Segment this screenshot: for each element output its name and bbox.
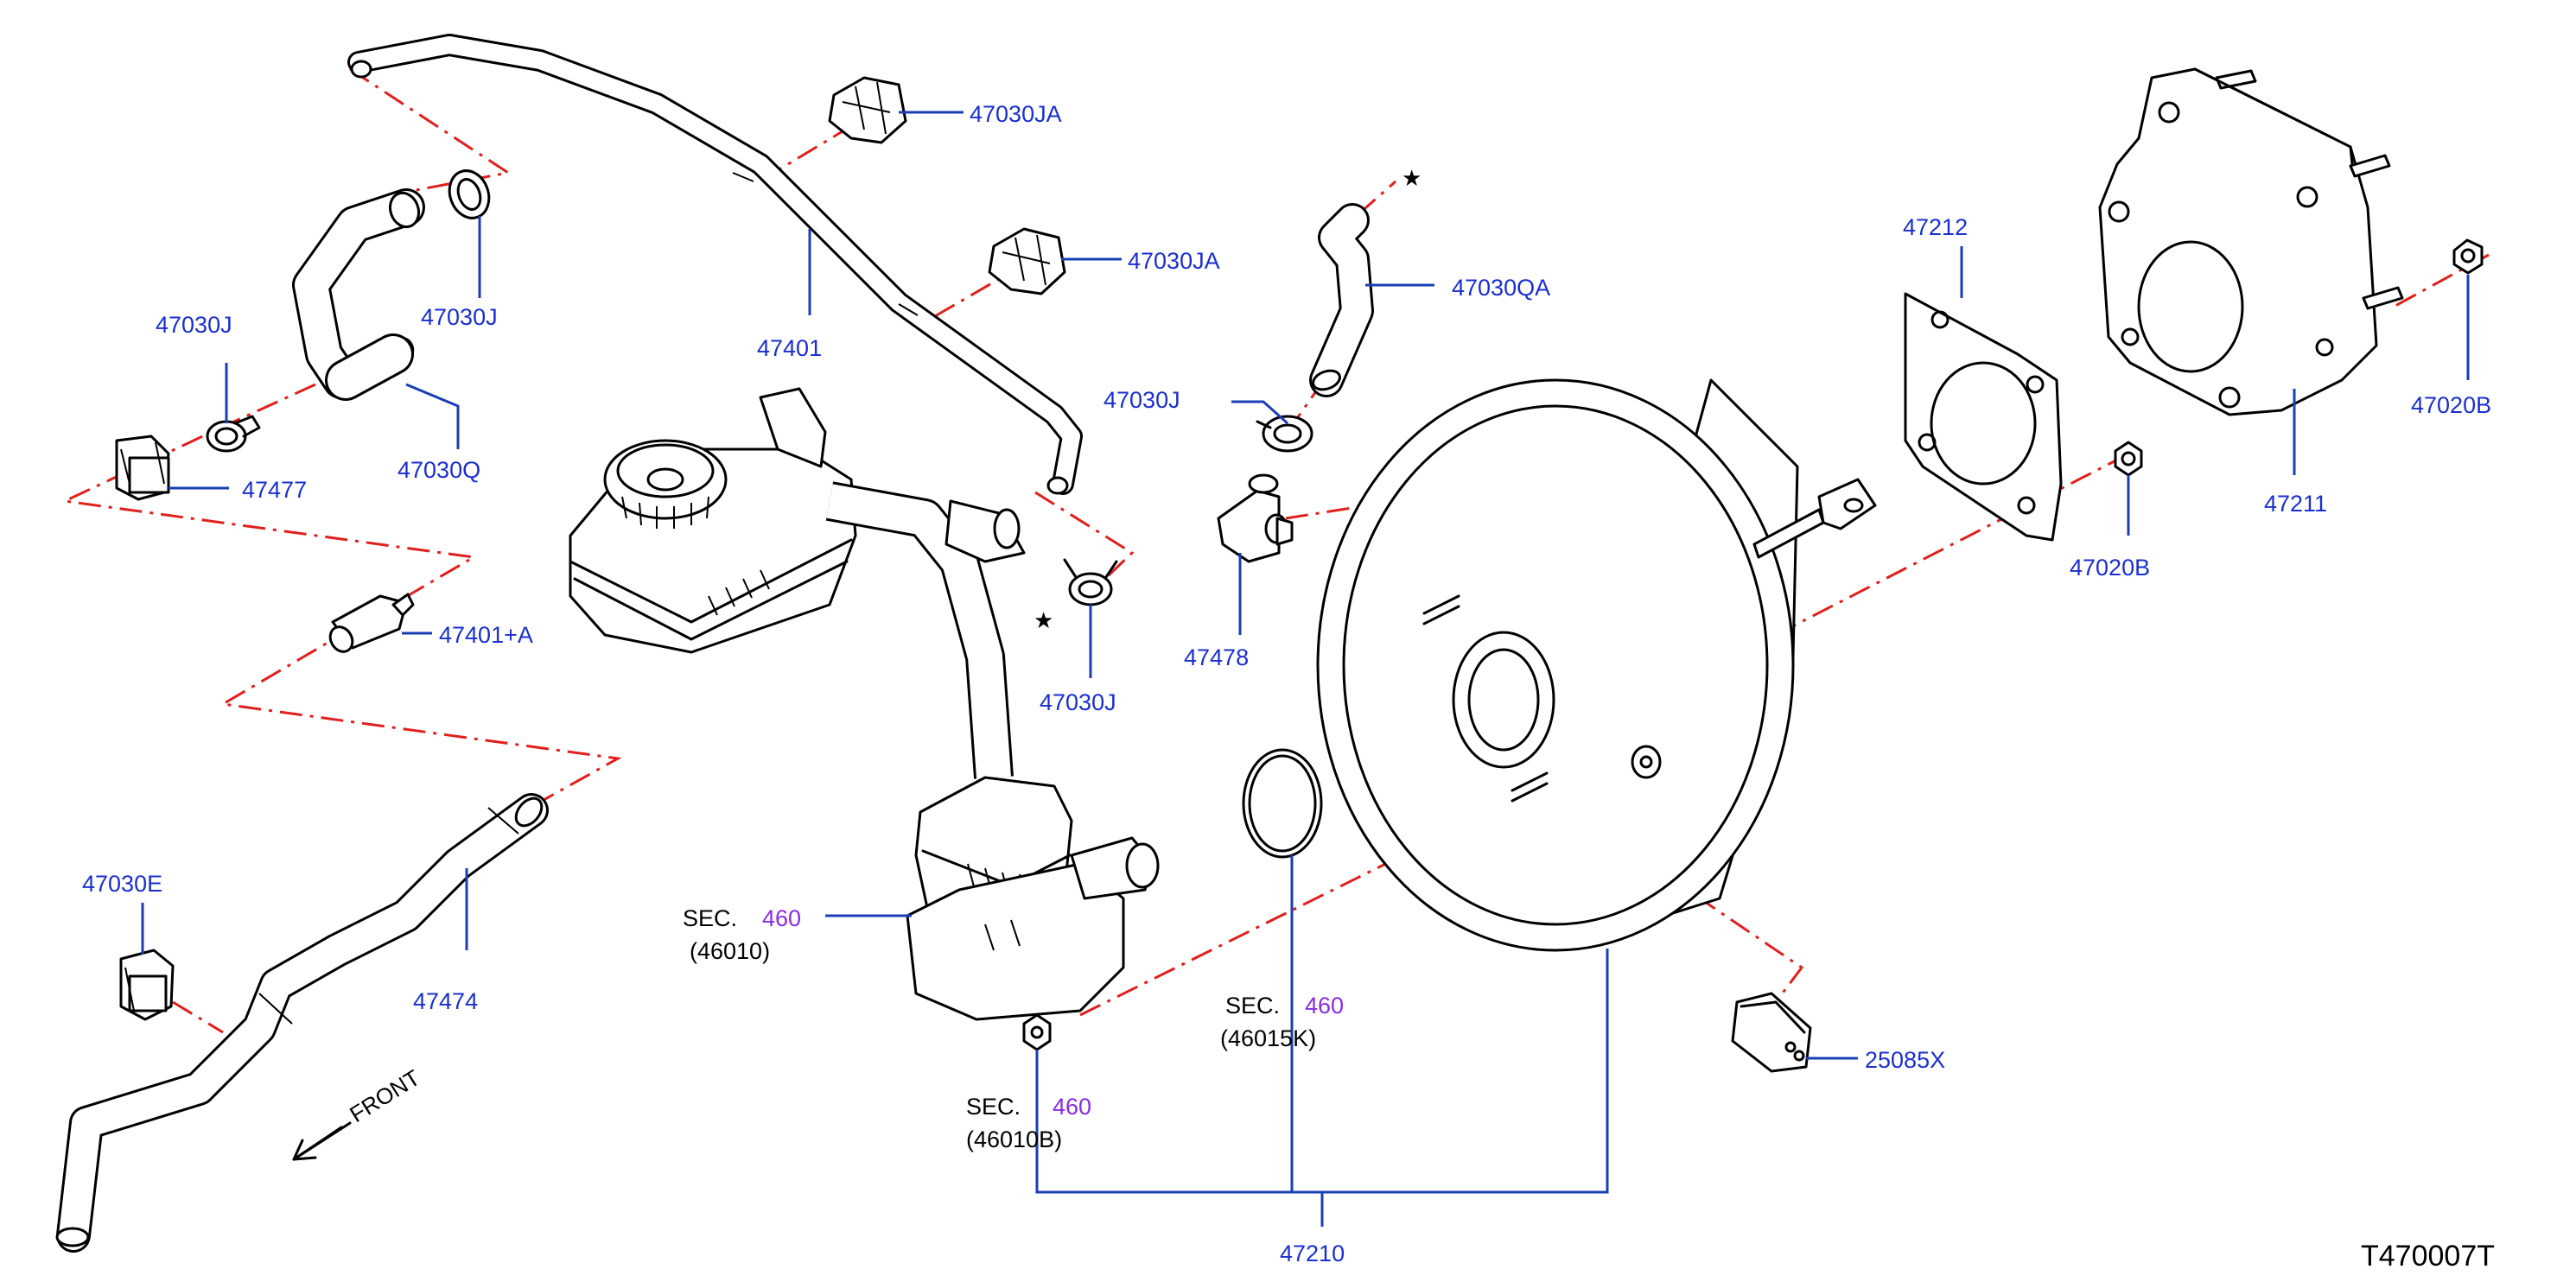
check-valve-47477: [115, 435, 170, 501]
gasket-47212: [1904, 292, 2063, 542]
front-direction-arrow: FRONT: [292, 1064, 424, 1161]
front-label: FRONT: [345, 1064, 424, 1127]
sec-word: SEC.: [966, 1094, 1021, 1120]
label-47478: 47478: [1184, 644, 1249, 670]
clamp-47030J-b: [206, 415, 261, 453]
sensor-25085X: [1731, 992, 1812, 1073]
hose-47474: [55, 793, 549, 1253]
diagram-code: T470007T: [2361, 1240, 2495, 1272]
clip-47030JA-upper: [828, 76, 907, 144]
sec-number: 460: [762, 905, 801, 931]
joint-47401A: [328, 593, 415, 653]
clamp-47030J-a: [448, 169, 491, 219]
label-47401: 47401: [757, 335, 822, 361]
clip-47030JA-lower: [988, 227, 1066, 295]
sec-number: 460: [1305, 993, 1344, 1019]
label-47210: 47210: [1280, 1241, 1345, 1266]
label-25085X: 25085X: [1865, 1047, 1945, 1073]
bracket-47211: [2098, 67, 2404, 416]
sec-number: 460: [1053, 1094, 1091, 1120]
nut-46010B: [1022, 1013, 1052, 1051]
label-47030J-d: 47030J: [1104, 387, 1180, 413]
section-ref-46010B: SEC. 460 (46010B): [966, 1094, 1091, 1152]
label-47030E: 47030E: [82, 871, 162, 897]
check-valve-47478: [1217, 473, 1294, 563]
label-47401A: 47401+A: [439, 622, 533, 648]
sec-code: (46010B): [966, 1127, 1062, 1152]
sec-code: (46015K): [1220, 1025, 1316, 1051]
label-47030Q: 47030Q: [398, 457, 480, 483]
master-cylinder: [906, 776, 1160, 1021]
star-marker-lower: ★: [1034, 608, 1053, 634]
label-47477: 47477: [242, 477, 307, 503]
label-47030JA-upper: 47030JA: [970, 101, 1062, 127]
label-47030J-a: 47030J: [421, 304, 498, 330]
label-47030J-c: 47030J: [1040, 689, 1116, 715]
label-47030QA: 47030QA: [1452, 275, 1550, 301]
leader-lines: [141, 111, 2470, 1227]
nut-47020B-lower: [2114, 441, 2143, 477]
section-ref-46015K: SEC. 460 (46015K): [1220, 993, 1344, 1051]
part-labels: 47030JA 47030JA 47030J 47030J 47401 4703…: [82, 101, 2491, 1266]
section-ref-46010: SEC. 460 (46010): [683, 905, 801, 964]
vacuum-tube-47401: [347, 34, 1083, 495]
hose-47030QA: [1309, 203, 1374, 397]
label-47020B-upper: 47020B: [2411, 392, 2491, 418]
brake-booster: [1316, 378, 1877, 952]
label-47212: 47212: [1903, 214, 1968, 240]
label-47211: 47211: [2264, 491, 2327, 517]
label-47030JA-lower: 47030JA: [1128, 248, 1220, 274]
label-47474: 47474: [413, 988, 478, 1014]
clamp-47030J-d: [1256, 415, 1313, 453]
clamp-47030J-c: [1063, 558, 1118, 606]
star-marker-upper: ★: [1402, 166, 1422, 192]
reservoir-assembly: [569, 387, 1026, 779]
o-ring-46015K: [1242, 748, 1323, 859]
sec-word: SEC.: [1225, 993, 1280, 1019]
sec-code: (46010): [690, 938, 770, 964]
label-47020B-lower: 47020B: [2070, 555, 2150, 581]
sec-word: SEC.: [683, 905, 737, 931]
clip-47030E: [119, 949, 175, 1021]
nut-47020B-upper: [2452, 238, 2484, 275]
hose-47030Q: [292, 188, 425, 401]
label-47030J-b: 47030J: [156, 312, 232, 338]
